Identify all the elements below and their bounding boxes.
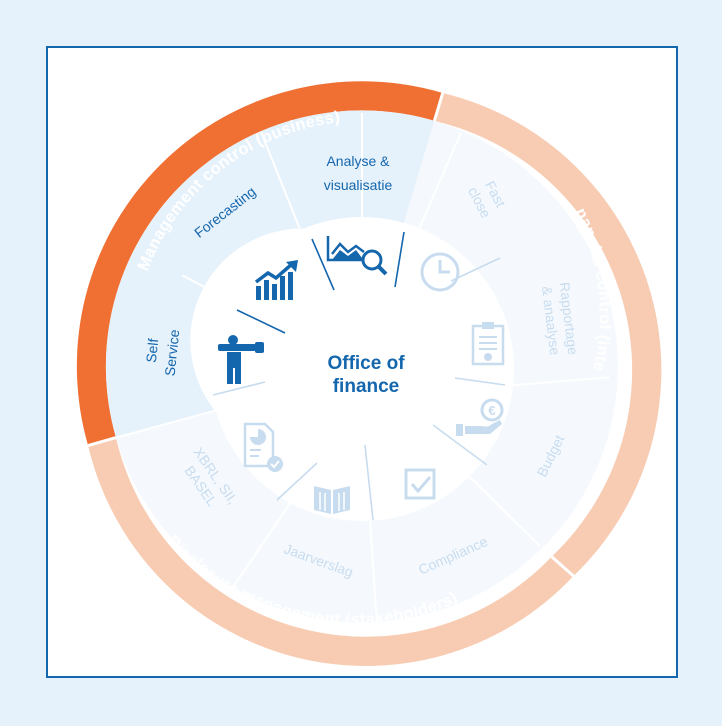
segment-label-analyse-line1: Analyse & (326, 153, 390, 169)
document-pie-icon (243, 422, 283, 472)
ring-segment-financial (434, 93, 662, 576)
checkbox-icon (404, 468, 436, 500)
ring-segment-disclosure (88, 437, 574, 666)
svg-text:€: € (488, 403, 495, 418)
ring-divider (87, 92, 575, 578)
center-title-line1: Office of (327, 353, 405, 374)
band-management (105, 110, 435, 438)
report-icon (471, 322, 505, 366)
book-icon (314, 486, 350, 514)
ring-segment-management (76, 81, 443, 446)
inner-dividers (236, 231, 405, 334)
inner-dividers-faded (212, 257, 506, 521)
euro-hand-icon: € (456, 398, 504, 436)
segment-label-analyse-line2: visualisatie (324, 177, 393, 193)
segment-label-selfservice-line1: Self (143, 338, 161, 364)
outer-ring (76, 81, 662, 666)
person-telescope-icon (218, 335, 264, 384)
segment-label-selfservice: Self Service (143, 328, 183, 376)
search-chart-icon (326, 236, 388, 276)
trend-chart-icon (254, 260, 298, 300)
center-title-line2: finance (333, 376, 400, 397)
segment-band (105, 110, 618, 623)
band-rest (116, 120, 618, 623)
clock-icon (420, 252, 460, 292)
center-circle (210, 217, 514, 521)
band-dividers (115, 113, 610, 625)
segment-label-selfservice-line2: Service (162, 328, 183, 376)
